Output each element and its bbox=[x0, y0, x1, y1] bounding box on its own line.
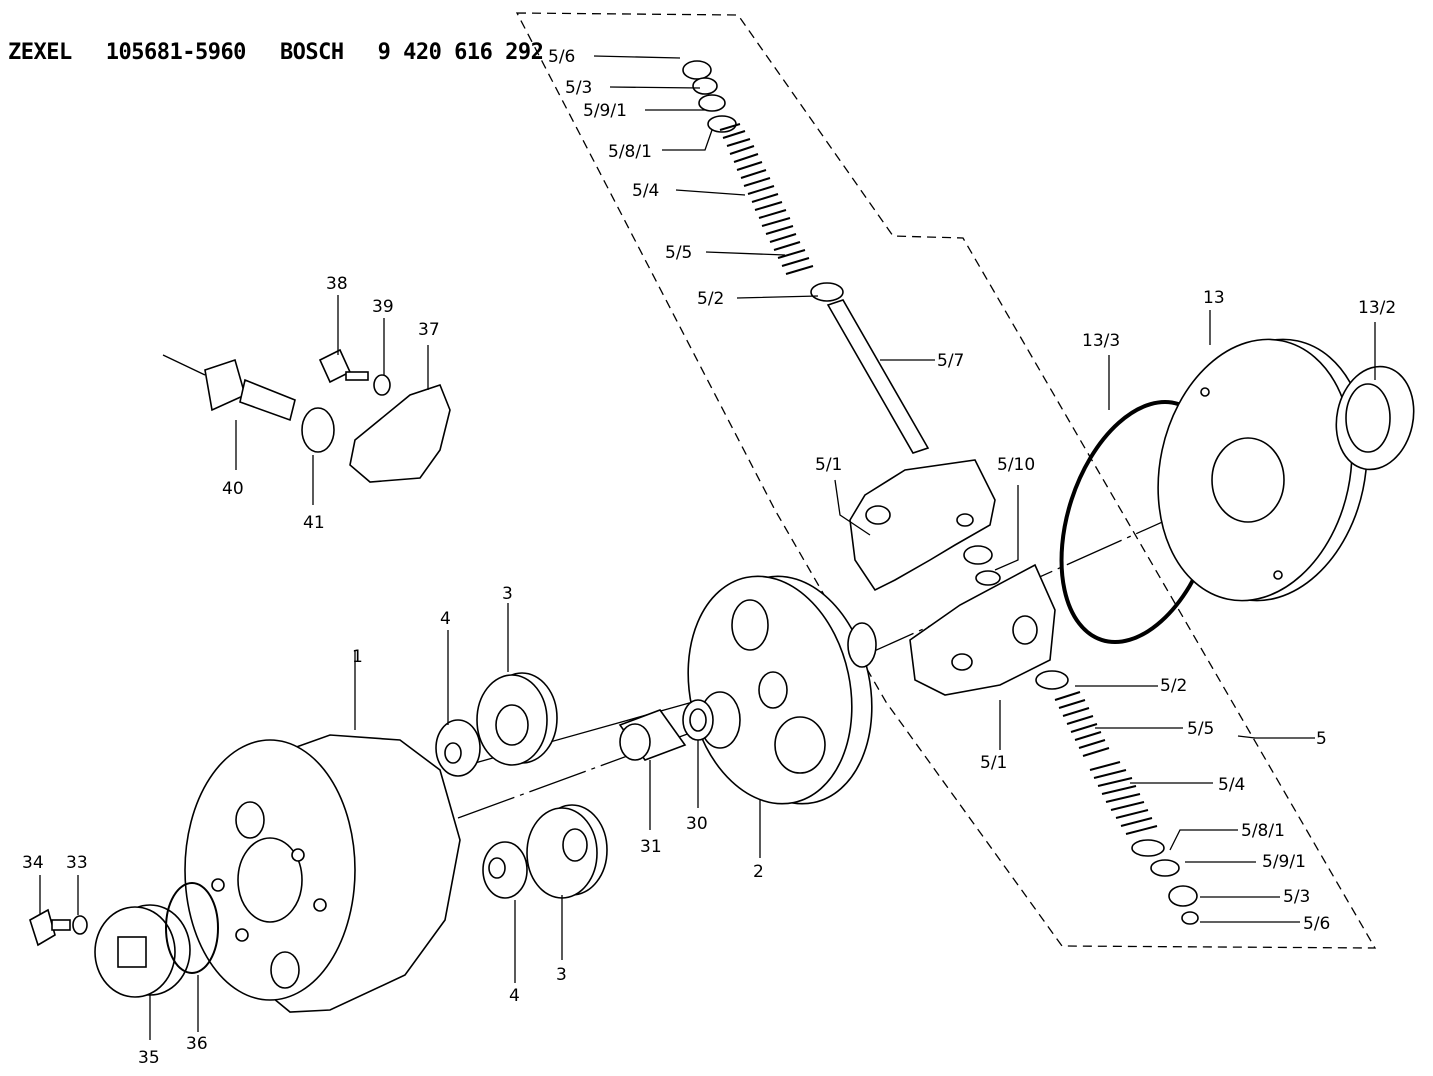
bush-4-upper bbox=[435, 719, 481, 777]
callout-30: 30 bbox=[686, 814, 708, 834]
sensor-40 bbox=[162, 354, 296, 422]
spring-stack-top bbox=[682, 60, 844, 302]
callout-3-bottom: 3 bbox=[556, 965, 567, 985]
callout-5-5-top: 5/5 bbox=[665, 243, 692, 263]
callout-5-10: 5/10 bbox=[997, 455, 1035, 475]
callout-37: 37 bbox=[418, 320, 440, 340]
screw-38 bbox=[318, 348, 369, 384]
valve-holder-lower bbox=[909, 563, 1056, 696]
nut-31 bbox=[618, 709, 687, 761]
callout-34: 34 bbox=[22, 853, 44, 873]
callout-5-3-bottom: 5/3 bbox=[1283, 887, 1310, 907]
callout-13-2: 13/2 bbox=[1358, 298, 1396, 318]
disc-2 bbox=[687, 575, 877, 805]
callout-33: 33 bbox=[66, 853, 88, 873]
oem-number: 9 420 616 292 bbox=[377, 40, 544, 65]
callout-5-4-bottom: 5/4 bbox=[1218, 775, 1245, 795]
spring-stack-bottom bbox=[1035, 670, 1199, 925]
callout-5-1-top: 5/1 bbox=[815, 455, 842, 475]
callout-4-bottom: 4 bbox=[509, 986, 520, 1006]
callout-3-top: 3 bbox=[502, 584, 513, 604]
callout-5-2-bottom: 5/2 bbox=[1160, 676, 1187, 696]
callout-5-1-bottom: 5/1 bbox=[980, 753, 1007, 773]
callout-13: 13 bbox=[1203, 288, 1225, 308]
roller-3-lower bbox=[526, 804, 608, 899]
bush-4-lower bbox=[482, 841, 528, 899]
callout-5-7: 5/7 bbox=[937, 351, 964, 371]
callout-labels: 5/6 5/3 5/9/1 5/8/1 5/4 5/5 5/2 5/7 5/1 … bbox=[22, 47, 1396, 1068]
washer-41 bbox=[301, 407, 335, 453]
callout-5-3-top: 5/3 bbox=[565, 78, 592, 98]
callout-31: 31 bbox=[640, 837, 662, 857]
callout-5-5-bottom: 5/5 bbox=[1187, 719, 1214, 739]
callout-2: 2 bbox=[753, 862, 764, 882]
callout-5-6-bottom: 5/6 bbox=[1303, 914, 1330, 934]
roller-3-upper bbox=[476, 672, 558, 766]
bracket-37 bbox=[349, 384, 451, 483]
parts-header: ZEXEL 105681-5960 BOSCH 9 420 616 292 bbox=[8, 40, 577, 65]
callout-40: 40 bbox=[222, 479, 244, 499]
oem-label: BOSCH bbox=[279, 40, 344, 65]
housing-1 bbox=[184, 734, 461, 1013]
callout-38: 38 bbox=[326, 274, 348, 294]
callout-5: 5 bbox=[1316, 729, 1327, 749]
callout-41: 41 bbox=[303, 513, 325, 533]
washer-39 bbox=[373, 374, 391, 396]
cover-13 bbox=[1157, 338, 1368, 602]
brand-label: ZEXEL bbox=[8, 40, 72, 65]
bearing-13-2 bbox=[1335, 365, 1415, 471]
pin-5-7 bbox=[826, 299, 930, 454]
callout-5-2-top: 5/2 bbox=[697, 289, 724, 309]
callout-5-9-1-top: 5/9/1 bbox=[583, 101, 627, 121]
callout-39: 39 bbox=[372, 297, 394, 317]
plug-35 bbox=[94, 904, 191, 998]
valve-holder-upper bbox=[849, 459, 996, 592]
part-number: 105681-5960 bbox=[105, 40, 247, 65]
screw-34 bbox=[29, 908, 71, 947]
callout-5-9-1-bottom: 5/9/1 bbox=[1262, 852, 1306, 872]
callout-5-6-top: 5/6 bbox=[548, 47, 575, 67]
callout-36: 36 bbox=[186, 1034, 208, 1054]
callout-5-4-top: 5/4 bbox=[632, 181, 659, 201]
leader-lines bbox=[39, 55, 1376, 1040]
callout-35: 35 bbox=[138, 1048, 160, 1068]
assembly-group-boundary bbox=[515, 12, 1377, 949]
callout-5-8-1-bottom: 5/8/1 bbox=[1241, 821, 1285, 841]
callout-4-top: 4 bbox=[440, 609, 451, 629]
washer-33 bbox=[72, 915, 88, 935]
o-ring-36 bbox=[165, 882, 219, 974]
callout-5-8-1-top: 5/8/1 bbox=[608, 142, 652, 162]
callout-1: 1 bbox=[352, 647, 363, 667]
callout-13-3: 13/3 bbox=[1082, 331, 1120, 351]
bush-5-10 bbox=[963, 545, 993, 565]
